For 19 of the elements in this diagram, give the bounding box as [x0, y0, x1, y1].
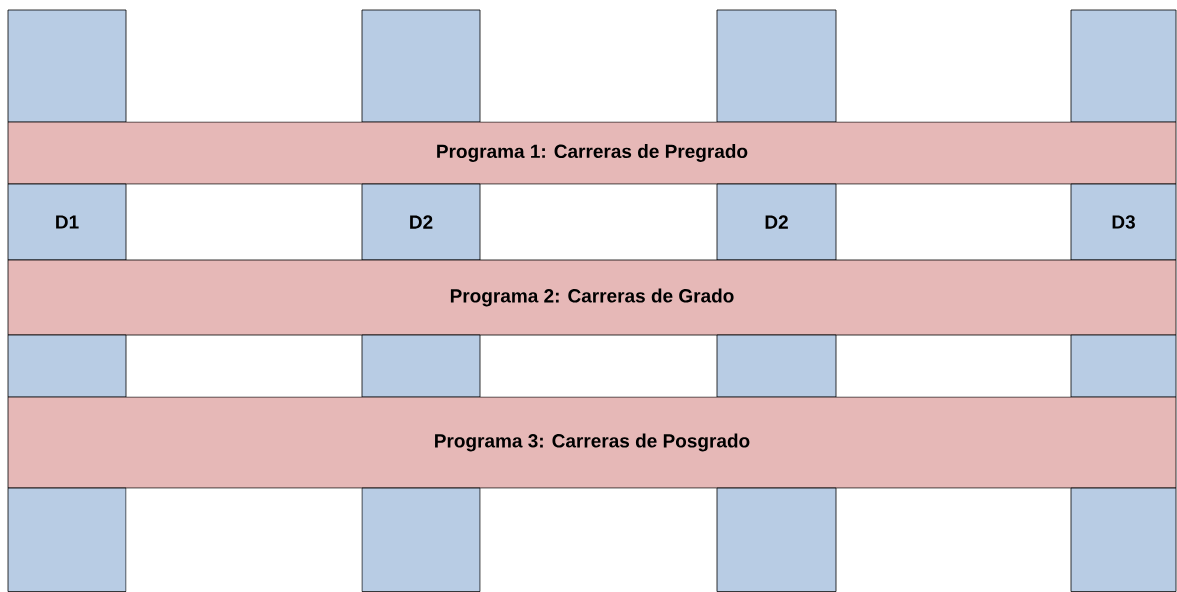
column-cell	[1070, 334, 1177, 398]
column-cell	[1070, 487, 1177, 592]
column-cell	[716, 9, 837, 123]
column-cell	[7, 9, 127, 123]
column-cell: D3	[1070, 183, 1177, 261]
program-band: Programa 1: Carreras de Pregrado	[7, 121, 1177, 185]
column-cell	[7, 334, 127, 398]
column-cell	[361, 9, 481, 123]
column-cell: D1	[7, 183, 127, 261]
column-cell	[361, 487, 481, 592]
program-band: Programa 2: Carreras de Grado	[7, 259, 1177, 336]
column-cell	[361, 334, 481, 398]
column-cell	[716, 334, 837, 398]
column-cell	[716, 487, 837, 592]
program-band: Programa 3: Carreras de Posgrado	[7, 396, 1177, 489]
column-cell: D2	[716, 183, 837, 261]
column-cell	[7, 487, 127, 592]
column-cell	[1070, 9, 1177, 123]
column-cell: D2	[361, 183, 481, 261]
